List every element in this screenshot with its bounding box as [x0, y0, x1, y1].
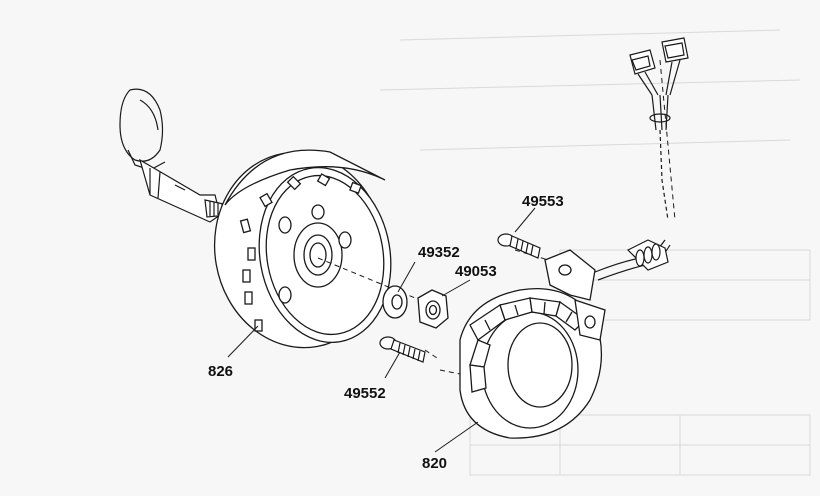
background-texture — [379, 29, 811, 476]
part-label-49552: 49552 — [344, 385, 386, 402]
part-label-49553: 49553 — [522, 193, 564, 210]
leader-lines — [227, 207, 536, 453]
flywheel-rotor — [213, 149, 392, 349]
part-labels: 826 49352 49053 49553 49552 820 — [208, 193, 564, 472]
screw-upper — [497, 233, 541, 259]
washer — [382, 285, 408, 319]
crankshaft-housing — [119, 88, 229, 223]
stator — [459, 249, 606, 439]
nut — [417, 289, 449, 329]
screw-lower — [379, 336, 426, 363]
part-label-49053: 49053 — [455, 263, 497, 280]
part-label-820: 820 — [422, 455, 447, 472]
wiring-harness — [594, 37, 689, 281]
part-label-49352: 49352 — [418, 244, 460, 261]
part-label-826: 826 — [208, 363, 233, 380]
